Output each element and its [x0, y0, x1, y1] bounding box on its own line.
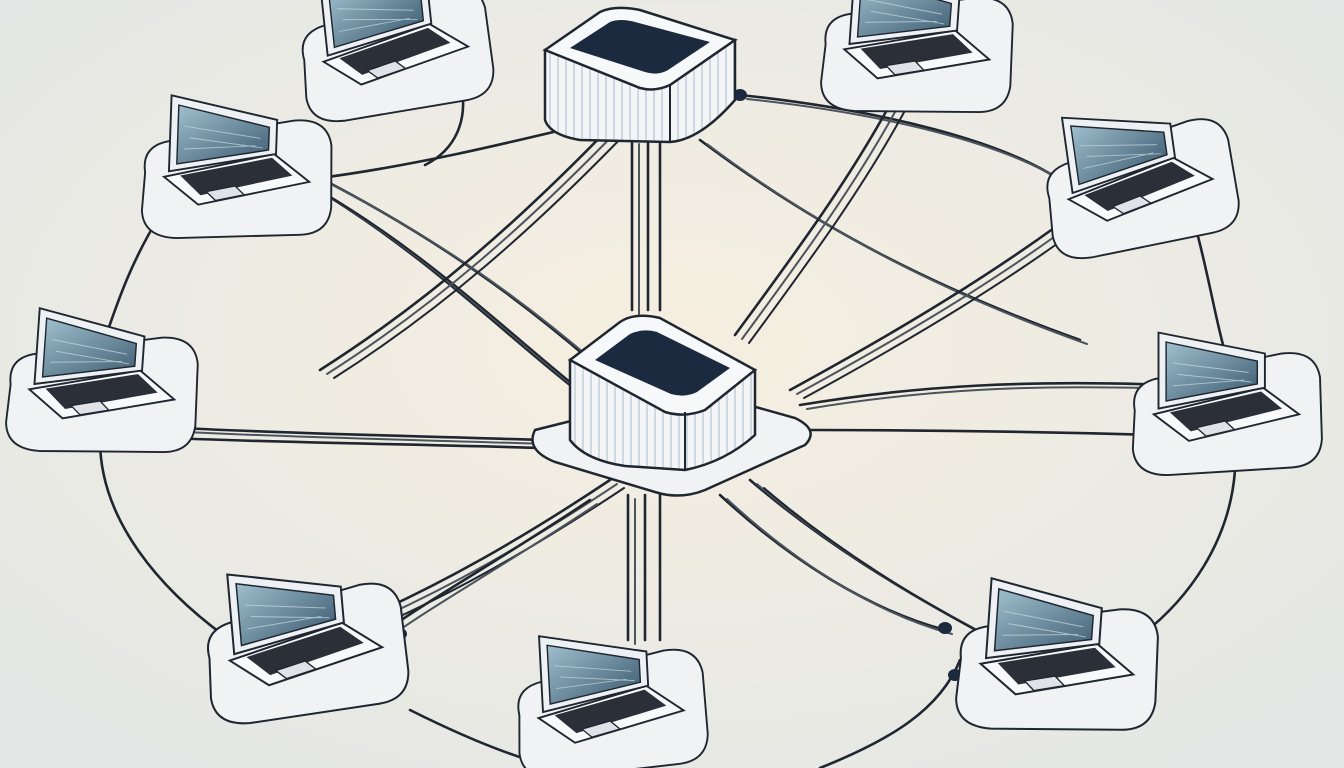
network-cable [373, 487, 625, 629]
network-cable [318, 123, 614, 372]
hub-top-panel [570, 20, 710, 74]
hub-top-panel [595, 330, 730, 396]
network-cable [741, 98, 903, 340]
network-cable [806, 386, 1178, 410]
network-cable [733, 93, 897, 337]
network-cable [788, 203, 1087, 392]
network-cable [706, 143, 1088, 345]
laptop-lower-left [199, 558, 413, 728]
network-cable [746, 98, 1068, 185]
network-cable [326, 181, 598, 365]
network-cable [748, 102, 910, 344]
network-cable [763, 487, 1010, 649]
top-hub [542, 6, 738, 144]
network-cable [326, 128, 620, 375]
network-cable [798, 381, 1172, 407]
laptop-top-right [818, 0, 1019, 123]
cable-connector [733, 89, 747, 101]
network-cable [726, 498, 953, 635]
cable-connector [938, 622, 952, 634]
network-cable [333, 132, 627, 379]
network-cable [168, 436, 542, 450]
network-cable [178, 426, 542, 442]
central-hub [531, 314, 812, 497]
network-cable [186, 431, 548, 445]
laptop-mid-right [1131, 331, 1323, 477]
network-cable [98, 438, 232, 642]
network-cable [323, 192, 585, 394]
